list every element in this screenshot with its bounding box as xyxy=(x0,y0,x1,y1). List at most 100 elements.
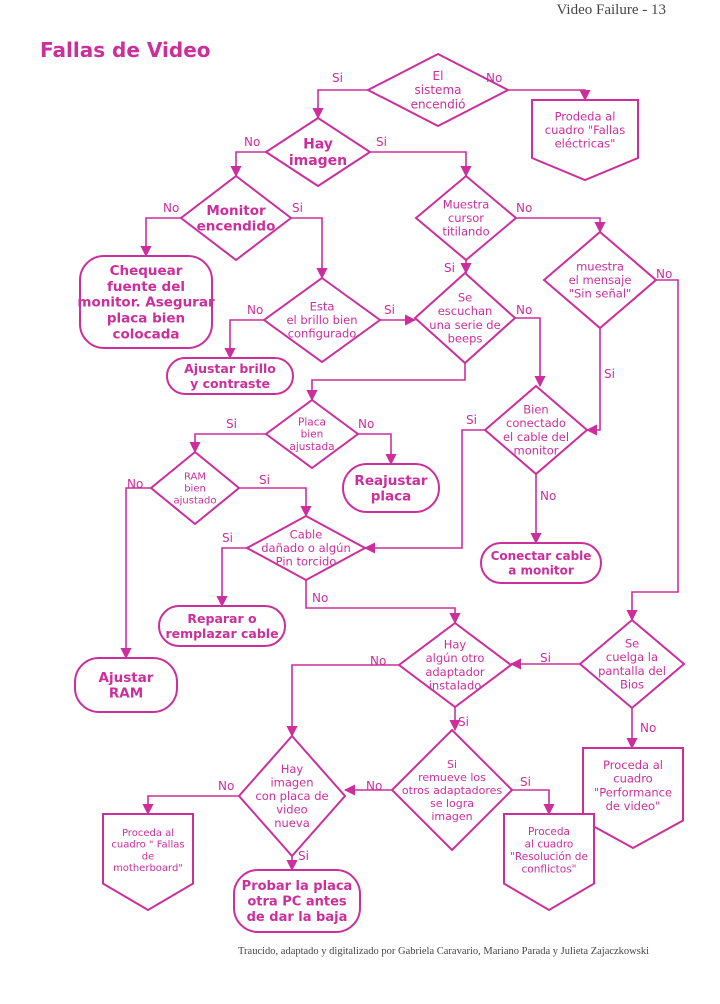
node-remueve-adaptadores-text: se logra xyxy=(430,797,474,810)
node-beeps-text: una serie de xyxy=(429,318,500,332)
node-performance-video-text: "Performance xyxy=(594,785,672,799)
connector-11 xyxy=(515,317,546,388)
connector-13 xyxy=(585,328,601,436)
node-cable-conectado-text: conectado xyxy=(506,416,566,430)
node-beeps-text: beeps xyxy=(448,331,483,345)
node-sistema-encendio-text: encendió xyxy=(411,97,466,111)
connector-19 xyxy=(239,487,312,518)
node-muestra-cursor-text: titilando xyxy=(442,225,489,239)
node-ram-ajustado-text: ajustado xyxy=(174,495,217,506)
node-brillo-text: configurado xyxy=(288,327,357,341)
connector-5 xyxy=(140,217,181,258)
node-muestra-cursor-text: cursor xyxy=(448,211,484,225)
node-hay-imagen-text: imagen xyxy=(289,153,347,169)
node-cable-danado xyxy=(244,514,368,582)
connector-7 xyxy=(516,217,606,234)
node-sin-senal-text: muestra xyxy=(576,259,624,273)
edge-label-si: Si xyxy=(384,303,395,317)
edge-label-no: No xyxy=(244,135,260,149)
edge-label-no: No xyxy=(540,489,556,503)
edge-label-no: No xyxy=(247,303,263,317)
node-imagen-placa-nueva-text: Hay xyxy=(281,762,304,776)
edge-label-no: No xyxy=(640,721,656,735)
node-sin-senal xyxy=(542,230,658,330)
connector-9 xyxy=(224,319,264,360)
node-fallas-motherboard xyxy=(102,813,194,912)
node-otro-adaptador-text: Hay xyxy=(444,638,467,652)
node-otro-adaptador-text: adaptador xyxy=(425,665,485,679)
node-imagen-placa-nueva-text: nueva xyxy=(274,816,310,830)
node-ajustar-brillo-text: y contraste xyxy=(190,376,270,391)
node-fallas-motherboard-text: cuadro " Fallas xyxy=(111,840,184,851)
connector-20 xyxy=(120,487,151,660)
edge-label-si: Si xyxy=(292,201,303,215)
page-reference: Video Failure - 13 xyxy=(556,2,667,18)
node-brillo-text: el brillo bien xyxy=(286,313,357,327)
node-resolucion-conflictos xyxy=(503,813,595,912)
node-cable-danado-text: Pin torcido xyxy=(276,555,337,569)
node-beeps-text: Se xyxy=(458,291,472,305)
node-conectar-cable-text: a monitor xyxy=(508,563,574,577)
node-conectar-cable-text: Conectar cable xyxy=(491,549,592,563)
node-fallas-electricas-text: eléctricas" xyxy=(555,137,616,151)
connector-3 xyxy=(370,151,472,178)
connector-22 xyxy=(305,580,461,625)
edge-label-si: Si xyxy=(332,71,343,85)
connector-2 xyxy=(508,89,591,102)
node-muestra-cursor-text: Muestra xyxy=(443,197,490,211)
edge-label-no: No xyxy=(218,779,234,793)
node-probar-placa-text: otra PC antes xyxy=(247,895,347,910)
node-ram-ajustado-text: RAM xyxy=(184,472,206,483)
node-reparar-cable xyxy=(158,605,286,647)
node-remueve-adaptadores-text: remueve los xyxy=(418,771,486,784)
node-cuelga-bios-text: cuelga la xyxy=(606,650,658,664)
edge-label-no: No xyxy=(516,303,532,317)
edge-label-no: No xyxy=(366,779,382,793)
node-beeps xyxy=(413,271,517,365)
node-chequear-fuente-text: fuente del xyxy=(107,279,185,295)
node-reajustar-placa-text: placa xyxy=(371,489,412,505)
node-imagen-placa-nueva xyxy=(237,734,347,858)
node-remueve-adaptadores-text: imagen xyxy=(431,810,472,823)
edge-label-no: No xyxy=(312,591,328,605)
node-performance-video-text: de video" xyxy=(606,799,661,813)
node-resolucion-conflictos-text: al cuadro xyxy=(525,838,574,850)
node-ajustar-ram-text: RAM xyxy=(109,686,143,702)
edge-label-si: Si xyxy=(458,715,469,729)
node-fallas-electricas xyxy=(531,99,639,182)
node-sin-senal-text: el mensaje xyxy=(569,273,632,287)
connector-16 xyxy=(363,429,485,554)
node-cable-conectado-text: monitor xyxy=(514,443,559,457)
node-fallas-motherboard-text: de xyxy=(142,851,155,862)
node-conectar-cable xyxy=(480,542,602,584)
node-remueve-adaptadores-text: otros adaptadores xyxy=(402,784,503,797)
node-ajustar-ram-text: Ajustar xyxy=(99,670,154,686)
node-muestra-cursor xyxy=(414,174,518,262)
edge-label-si: Si xyxy=(540,651,551,665)
edge-label-no: No xyxy=(370,654,386,668)
node-probar-placa xyxy=(233,869,361,933)
node-resolucion-conflictos-text: conflictos" xyxy=(522,863,577,875)
node-ajustar-brillo-text: Ajustar brillo xyxy=(184,361,276,376)
node-ram-ajustado xyxy=(149,450,241,526)
edge-label-si: Si xyxy=(222,531,233,545)
node-imagen-placa-nueva-text: con placa de xyxy=(255,789,328,803)
node-brillo xyxy=(262,276,382,364)
edge-label-si: Si xyxy=(376,135,387,149)
node-remueve-adaptadores xyxy=(390,728,514,852)
node-cable-conectado-text: Bien xyxy=(523,403,548,417)
edge-label-no: No xyxy=(358,417,374,431)
node-sin-senal-text: "Sin señal" xyxy=(569,287,632,301)
edge-label-si: Si xyxy=(259,473,270,487)
edge-label-si: Si xyxy=(226,417,237,431)
node-otro-adaptador-text: algún otro xyxy=(426,651,485,665)
node-imagen-placa-nueva-text: video xyxy=(276,803,307,817)
node-hay-imagen xyxy=(264,116,372,188)
connector-21 xyxy=(216,547,247,608)
node-cuelga-bios-text: Bios xyxy=(620,677,644,691)
node-cuelga-bios-text: pantalla del xyxy=(598,664,666,678)
node-cuelga-bios-text: Se xyxy=(625,637,639,651)
node-cable-danado-text: Cable xyxy=(290,527,323,541)
